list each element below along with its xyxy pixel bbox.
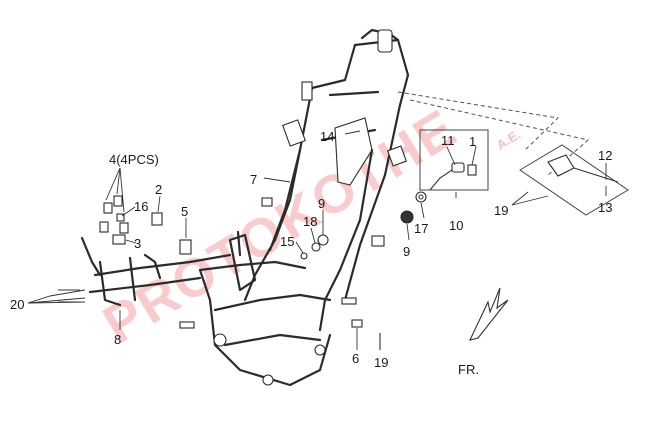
part-15 — [300, 252, 308, 260]
callout-9-a: 9 — [318, 196, 325, 211]
part-18 — [311, 242, 321, 252]
callout-7: 7 — [250, 172, 257, 187]
part-2 — [151, 212, 163, 226]
bolt-16 — [116, 213, 125, 222]
leader-lines — [27, 130, 607, 350]
frame-tab — [179, 321, 195, 329]
part-box-10 — [419, 129, 489, 191]
callout-16: 16 — [134, 199, 148, 214]
part-6 — [351, 319, 363, 328]
callout-17: 17 — [414, 221, 428, 236]
callout-2: 2 — [155, 182, 162, 197]
callout-20: 20 — [10, 297, 24, 312]
callout-18: 18 — [303, 214, 317, 229]
part-5 — [179, 239, 192, 255]
fender-plate — [334, 117, 373, 186]
rubber-piece — [103, 202, 113, 214]
frame-tab — [282, 119, 306, 147]
frame-tab — [301, 81, 313, 101]
frame-boss — [314, 344, 326, 356]
front-direction-arrow — [469, 287, 509, 341]
rubber-piece — [113, 195, 123, 207]
callout-5: 5 — [181, 204, 188, 219]
callout-14: 14 — [320, 129, 334, 144]
part-11 — [451, 162, 465, 173]
rubber-piece — [99, 221, 109, 233]
callout-labels: 1 2 3 4(4PCS) 5 6 7 8 9 9 10 11 12 13 14… — [10, 129, 612, 377]
callout-3: 3 — [134, 236, 141, 251]
callout-11: 11 — [441, 133, 455, 148]
frame-boss — [213, 333, 227, 347]
callout-19-a: 19 — [374, 355, 388, 370]
bolt-3 — [112, 234, 126, 245]
part-box-12 — [519, 144, 629, 216]
rubber-piece — [119, 222, 129, 234]
callout-19-b: 19 — [494, 203, 508, 218]
nut-9 — [400, 210, 414, 224]
scooter-frame — [80, 28, 410, 387]
callout-4: 4(4PCS) — [109, 152, 159, 167]
frame-bracket — [377, 29, 393, 53]
callout-13: 13 — [598, 200, 612, 215]
watermark-suffix: A.E. — [494, 127, 523, 153]
frame-boss — [262, 374, 274, 386]
callout-10: 10 — [449, 218, 463, 233]
callout-1: 1 — [469, 134, 476, 149]
small-parts — [58, 191, 427, 350]
box-10-outline — [419, 129, 489, 191]
callout-12: 12 — [598, 148, 612, 163]
callout-8: 8 — [114, 332, 121, 347]
callout-9-b: 9 — [403, 244, 410, 259]
callout-6: 6 — [352, 351, 359, 366]
part-12-body — [547, 154, 575, 177]
nut-9b — [317, 234, 329, 246]
box-12-outline — [519, 144, 629, 216]
callout-15: 15 — [280, 234, 294, 249]
frame-tab — [341, 297, 357, 305]
washer-17 — [415, 191, 427, 203]
frame-tab — [371, 235, 385, 247]
part-1 — [467, 164, 477, 176]
frame-tab — [261, 197, 273, 207]
frame-tab — [386, 145, 408, 167]
direction-label: FR. — [458, 362, 479, 377]
